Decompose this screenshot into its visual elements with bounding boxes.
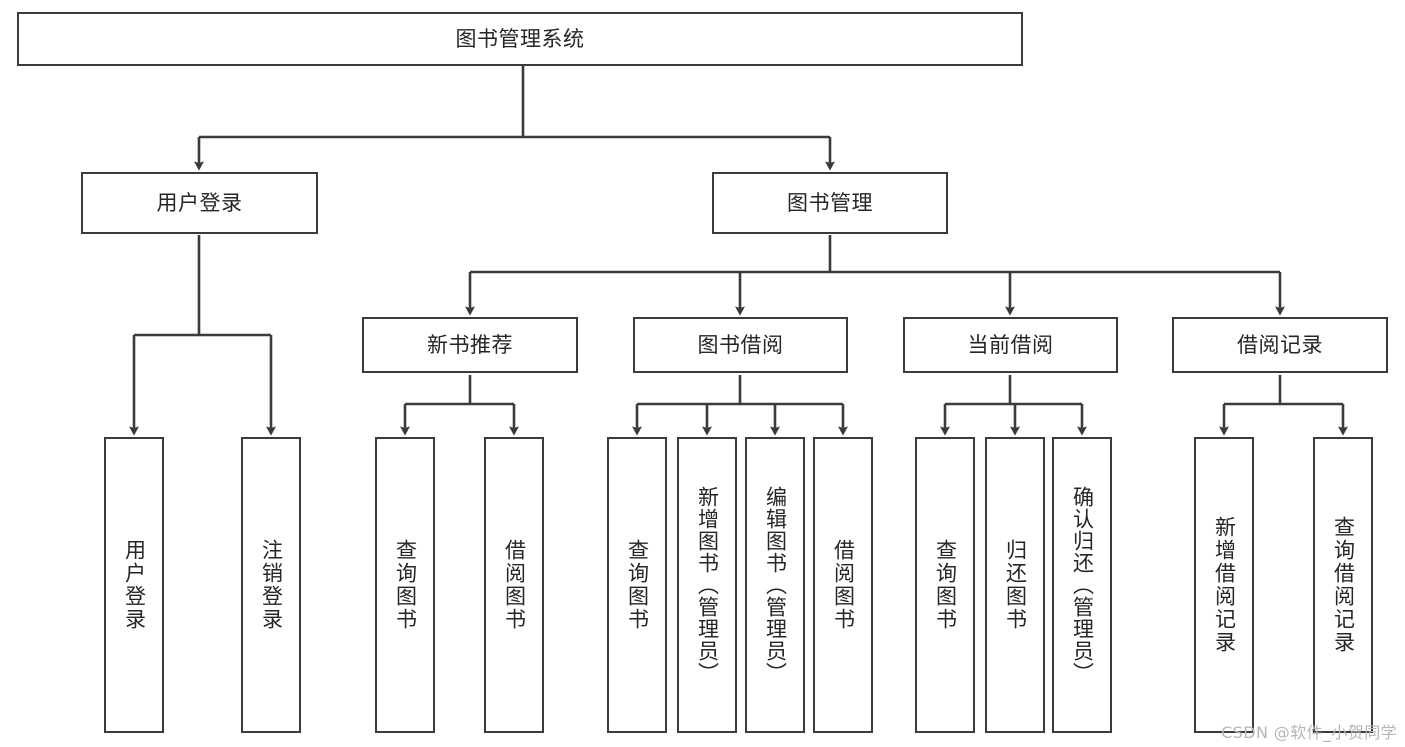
node-label: 用户登录 (122, 539, 147, 631)
node-label: 用户登录 (156, 190, 243, 215)
node-label: 查询图书 (933, 539, 958, 631)
node-label: 新书推荐 (427, 332, 513, 357)
node-book-management[interactable]: 图书管理 (712, 172, 948, 234)
node-label: 图书借阅 (697, 332, 784, 357)
node-label: 确认归还（管理员） (1070, 486, 1095, 684)
leaf-borrow-book[interactable]: 借阅图书 (813, 437, 873, 733)
node-root-book-management-system[interactable]: 图书管理系统 (17, 12, 1023, 66)
node-current-borrow[interactable]: 当前借阅 (903, 317, 1118, 373)
node-label: 归还图书 (1003, 539, 1028, 631)
leaf-query-book-recommendation[interactable]: 查询图书 (375, 437, 435, 733)
leaf-query-borrow-record[interactable]: 查询借阅记录 (1313, 437, 1373, 733)
leaf-edit-book-admin[interactable]: 编辑图书（管理员） (745, 437, 805, 733)
csdn-watermark: CSDN @软件_小贺同学 (1221, 723, 1397, 742)
leaf-add-book-admin[interactable]: 新增图书（管理员） (677, 437, 737, 733)
node-label: 新增借阅记录 (1212, 516, 1237, 654)
leaf-borrow-book-recommendation[interactable]: 借阅图书 (484, 437, 544, 733)
leaf-user-login[interactable]: 用户登录 (104, 437, 164, 733)
leaf-query-book-borrow[interactable]: 查询图书 (607, 437, 667, 733)
node-label: 查询借阅记录 (1331, 516, 1356, 654)
node-label: 借阅图书 (502, 539, 527, 631)
node-label: 图书管理 (787, 190, 873, 215)
node-new-book-recommendation[interactable]: 新书推荐 (362, 317, 578, 373)
node-label: 查询图书 (625, 539, 650, 631)
node-label: 新增图书（管理员） (695, 486, 720, 684)
leaf-logout[interactable]: 注销登录 (241, 437, 301, 733)
node-label: 借阅记录 (1237, 332, 1323, 357)
leaf-return-book[interactable]: 归还图书 (985, 437, 1045, 733)
leaf-confirm-return-admin[interactable]: 确认归还（管理员） (1052, 437, 1112, 733)
node-borrow-record[interactable]: 借阅记录 (1172, 317, 1388, 373)
node-label: 当前借阅 (967, 332, 1054, 357)
node-label: 查询图书 (393, 539, 418, 631)
leaf-add-borrow-record[interactable]: 新增借阅记录 (1194, 437, 1254, 733)
node-book-borrow[interactable]: 图书借阅 (633, 317, 848, 373)
node-label: 借阅图书 (831, 539, 856, 631)
node-label: 图书管理系统 (455, 26, 585, 51)
node-label: 注销登录 (259, 539, 284, 631)
node-user-login[interactable]: 用户登录 (81, 172, 318, 234)
leaf-query-book-current[interactable]: 查询图书 (915, 437, 975, 733)
node-label: 编辑图书（管理员） (763, 486, 788, 684)
